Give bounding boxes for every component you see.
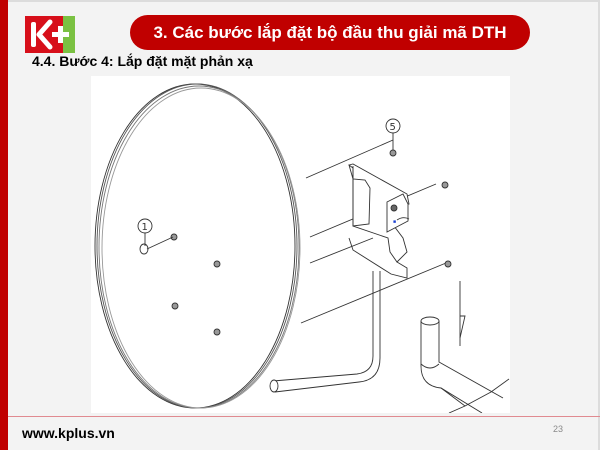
dish-diagram-icon: 1 ■ 5 — [94, 83, 510, 414]
top-border — [8, 0, 600, 2]
svg-text:■: ■ — [393, 219, 396, 225]
section-title: 3. Các bước lắp đặt bộ đầu thu giải mã D… — [153, 22, 507, 42]
kplus-logo — [25, 16, 75, 53]
kplus-logo-icon — [31, 19, 69, 50]
page-number: 23 — [553, 424, 564, 434]
right-border — [598, 0, 600, 450]
website-url: www.kplus.vn — [22, 425, 115, 441]
footer-divider — [8, 416, 600, 417]
svg-text:1: 1 — [142, 222, 148, 233]
step-subtitle: 4.4. Bước 4: Lắp đặt mặt phản xạ — [32, 53, 253, 69]
svg-text:5: 5 — [390, 122, 396, 133]
left-accent-bar — [0, 0, 8, 450]
dish-assembly-diagram: 1 ■ 5 — [91, 76, 510, 414]
section-title-banner: 3. Các bước lắp đặt bộ đầu thu giải mã D… — [130, 15, 530, 50]
